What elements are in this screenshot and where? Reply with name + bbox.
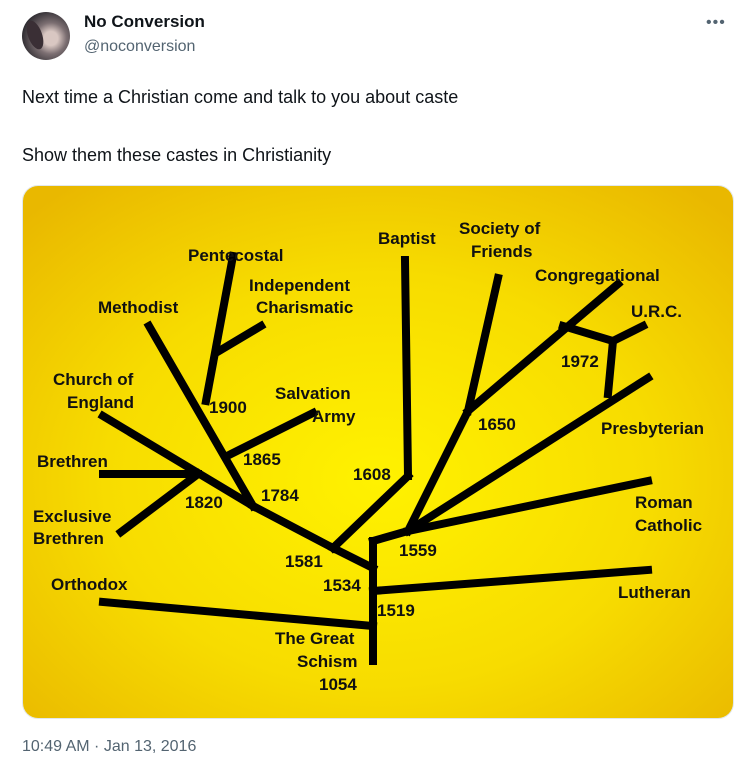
label-church-of: Church of (53, 370, 134, 389)
label-charismatic: Charismatic (256, 298, 353, 317)
branch-baptist (400, 255, 413, 481)
label-1865: 1865 (243, 450, 281, 469)
label-roman: Roman (635, 493, 693, 512)
branch-salvation-army (225, 407, 319, 460)
tweet-text-line-2: Show them these castes in Christianity (22, 145, 332, 165)
branch-presbyterian (402, 372, 654, 537)
branch-independent-charismatic (213, 320, 267, 357)
branch-methodist (143, 320, 259, 512)
tweet-text-line-1: Next time a Christian come and talk to y… (22, 87, 459, 107)
label-catholic: Catholic (635, 516, 702, 535)
branch-orthodox (98, 597, 378, 631)
label-schism: Schism (297, 652, 357, 671)
label-congregational: Congregational (535, 266, 660, 285)
label-urc: U.R.C. (631, 302, 682, 321)
label-presbyterian: Presbyterian (601, 419, 704, 438)
label-friends: Friends (471, 242, 532, 261)
tweet-timestamp[interactable]: 10:49 AM · Jan 13, 2016 (22, 738, 197, 755)
branch-urc (607, 320, 649, 347)
denomination-tree-diagram: Baptist Society of Friends Pentecostal I… (23, 186, 733, 718)
label-1784: 1784 (261, 486, 299, 505)
label-1581: 1581 (285, 552, 323, 571)
label-england: England (67, 393, 134, 412)
branch-1608 (327, 470, 414, 554)
label-the-great: The Great (275, 629, 355, 648)
author-name[interactable]: No Conversion (84, 12, 205, 31)
label-society-of: Society of (459, 219, 541, 238)
branch-1650 (402, 405, 474, 537)
author-handle[interactable]: @noconversion (84, 38, 196, 55)
diagram-background (23, 186, 733, 718)
tree-labels: Baptist Society of Friends Pentecostal I… (33, 219, 704, 694)
tweet-image[interactable]: Baptist Society of Friends Pentecostal I… (22, 185, 734, 719)
label-1559: 1559 (399, 541, 437, 560)
branch-1559 (368, 526, 413, 546)
branch-church-of-england (97, 410, 259, 512)
label-orthodox: Orthodox (51, 575, 128, 594)
branch-congregational (462, 278, 624, 417)
label-1972: 1972 (561, 352, 599, 371)
branch-roman-catholic (403, 476, 653, 536)
label-1054: 1054 (319, 675, 357, 694)
label-1519: 1519 (377, 601, 415, 620)
branch-1581 (247, 500, 339, 554)
label-lutheran: Lutheran (618, 583, 691, 602)
branch-1972 (558, 321, 618, 346)
label-pentecostal: Pentecostal (188, 246, 283, 265)
label-brethren-2: Brethren (33, 529, 104, 548)
label-brethren: Brethren (37, 452, 108, 471)
label-baptist: Baptist (378, 229, 436, 248)
label-1608: 1608 (353, 465, 391, 484)
tree-branches (97, 251, 654, 665)
branch-pentecostal (201, 251, 238, 406)
branch-exclusive-brethren (115, 468, 204, 538)
label-1900: 1900 (209, 398, 247, 417)
avatar[interactable] (22, 12, 70, 60)
label-independent: Independent (249, 276, 350, 295)
label-exclusive: Exclusive (33, 507, 111, 526)
label-methodist: Methodist (98, 298, 179, 317)
branch-urc-to-presbyterian (603, 336, 618, 399)
label-1534: 1534 (323, 576, 361, 595)
branch-society-of-friends (463, 273, 503, 416)
branch-1534 (327, 542, 379, 574)
label-army: Army (312, 407, 356, 426)
branch-lutheran (368, 565, 653, 596)
label-salvation: Salvation (275, 384, 351, 403)
label-1650: 1650 (478, 415, 516, 434)
label-1820: 1820 (185, 493, 223, 512)
more-options-icon[interactable]: ••• (706, 14, 726, 31)
